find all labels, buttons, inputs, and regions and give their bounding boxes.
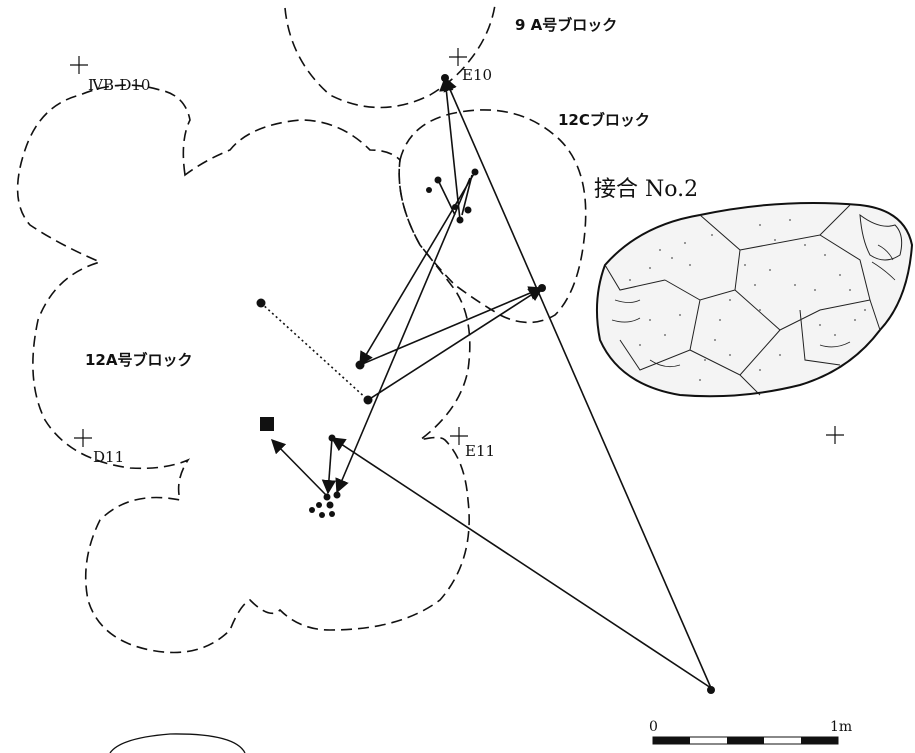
- artifact-point: [426, 187, 432, 193]
- artifact-point: [333, 491, 341, 499]
- grid-cross-d11: [74, 429, 92, 447]
- artifact-point: [256, 298, 266, 308]
- artifact-point: [328, 434, 336, 442]
- refit-link: [443, 76, 712, 689]
- refit-link: [330, 437, 712, 689]
- artifact-point: [329, 511, 335, 517]
- scale-bar: [652, 736, 839, 745]
- refit-link: [335, 177, 471, 494]
- artifact-point: [319, 512, 325, 518]
- artifact-point: [355, 360, 365, 370]
- block-12a-label: 12A号ブロック: [85, 351, 192, 369]
- partial-outline: [109, 733, 246, 753]
- refit-link: [437, 179, 456, 216]
- artifact-point: [441, 74, 449, 82]
- core-square-marker: [260, 417, 274, 431]
- refit-link: [461, 174, 473, 216]
- grid-label-e11: E11: [465, 442, 495, 460]
- block-12c-outline: [398, 109, 587, 324]
- grid-label-e10: E10: [462, 66, 492, 84]
- refit-link: [321, 437, 337, 495]
- block-9a-label: 9 A号ブロック: [515, 16, 617, 34]
- artifact-point: [309, 507, 315, 513]
- artifact-point: [323, 493, 331, 501]
- artifact-point: [471, 168, 479, 176]
- artifact-point: [363, 395, 373, 405]
- artifact-point: [316, 502, 322, 508]
- artifact-point: [456, 216, 464, 224]
- refit-link-dotted: [260, 302, 369, 401]
- artifact-point: [452, 204, 458, 210]
- block-12c-label: 12Cブロック: [558, 111, 650, 129]
- refit-link: [359, 286, 544, 366]
- scale-end-label: 1m: [830, 719, 852, 735]
- refit-link: [270, 438, 327, 496]
- refit-label: 接合 No.2: [594, 177, 698, 202]
- grid-cross-right: [826, 426, 844, 444]
- grid-label-d11: D11: [93, 448, 124, 466]
- grid-cross-e11: [450, 427, 468, 445]
- refit-stone-illustration: [596, 201, 914, 398]
- artifact-point: [326, 501, 334, 509]
- scale-start-label: 0: [649, 719, 658, 735]
- refit-link: [439, 76, 461, 221]
- grid-label-ivb-d10: ⅣB-D10: [88, 76, 150, 94]
- artifact-point: [538, 284, 546, 292]
- grid-cross-e10: [449, 48, 467, 66]
- refit-link: [367, 287, 544, 401]
- artifact-point: [707, 686, 715, 694]
- grid-cross-ivb-d10: [70, 56, 88, 74]
- block-9a-outline: [284, 4, 496, 109]
- refit-link: [359, 171, 476, 367]
- artifact-point: [464, 206, 472, 214]
- artifact-points: [256, 74, 715, 694]
- artifact-point: [434, 176, 442, 184]
